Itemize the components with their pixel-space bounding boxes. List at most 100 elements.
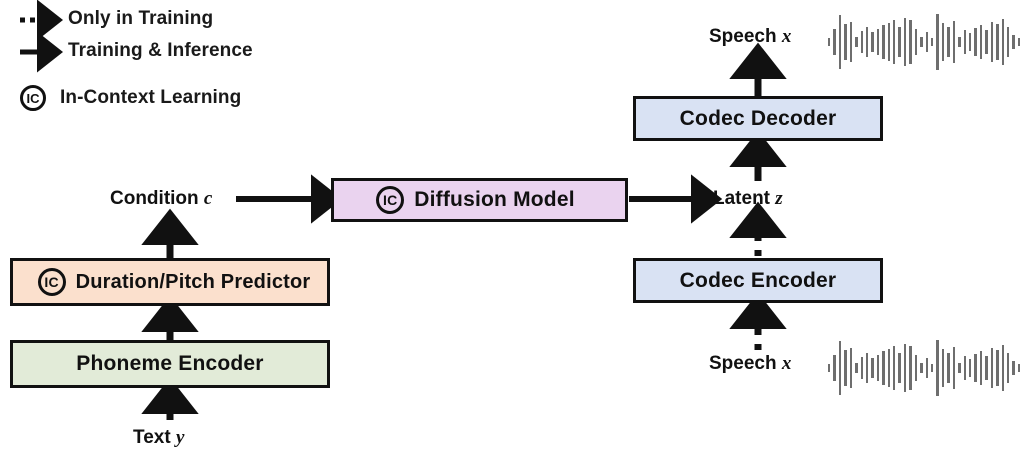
legend-label-training-and-inference: Training & Inference <box>68 40 253 61</box>
node-label-codec-decoder: Codec Decoder <box>679 106 837 130</box>
waveform-bar <box>1012 361 1015 375</box>
waveform-bar <box>1006 353 1010 383</box>
waveform-bar <box>893 20 896 64</box>
waveform-bar <box>952 347 956 389</box>
ic-badge-icon: IC <box>37 268 66 296</box>
waveform-bar <box>876 29 880 55</box>
waveform-bar <box>887 23 891 61</box>
waveform-bar <box>903 18 907 66</box>
waveform-bar <box>979 25 983 59</box>
waveform-bar <box>996 350 999 386</box>
waveform-bar <box>828 38 831 46</box>
ic-badge-icon: IC <box>20 85 46 111</box>
symbol-x: x <box>781 26 792 47</box>
waveform-bar <box>876 355 880 381</box>
waveform-bar <box>1006 27 1010 57</box>
waveform-bar <box>903 344 907 392</box>
waveform-bar <box>833 29 836 55</box>
waveform-bar <box>990 348 994 388</box>
waveform-bar <box>855 363 858 373</box>
waveform-bar <box>1001 345 1004 391</box>
waveform-bar <box>871 358 874 378</box>
symbol-z: z <box>775 188 783 209</box>
waveform-bar <box>925 32 929 52</box>
waveform-bar <box>898 353 901 383</box>
waveform-bar <box>1012 35 1015 49</box>
node-diffusion-model[interactable]: IC Diffusion Model <box>331 178 628 222</box>
waveform-bar <box>968 33 972 51</box>
waveform-bar <box>882 25 885 59</box>
ic-badge-icon: IC <box>376 186 405 214</box>
waveform-bar <box>996 24 999 60</box>
waveform-bar <box>865 353 869 383</box>
waveform-bar <box>909 346 912 390</box>
node-label-duration-pitch-predictor: Duration/Pitch Predictor <box>75 270 311 293</box>
label-text-y: Text y <box>133 427 185 448</box>
label-speech-x-top: Speech x <box>709 26 792 47</box>
waveform-bar <box>828 364 831 372</box>
waveform-bar <box>860 31 863 53</box>
waveform-bar <box>979 351 983 385</box>
waveform-bar <box>838 15 842 69</box>
waveform-bar <box>844 24 847 60</box>
node-phoneme-encoder[interactable]: Phoneme Encoder <box>10 340 330 388</box>
waveform-bar <box>963 30 966 54</box>
waveform-bar <box>941 23 945 61</box>
node-duration-pitch-predictor[interactable]: IC Duration/Pitch Predictor <box>10 258 330 306</box>
waveform-bar <box>838 341 842 395</box>
waveform-bar <box>931 364 934 372</box>
waveform-bar <box>849 22 853 62</box>
symbol-x: x <box>781 353 792 374</box>
waveform-bar <box>985 356 988 380</box>
waveform-bar <box>947 353 950 383</box>
speech-waveform-top <box>828 12 1021 72</box>
legend-item-training-and-inference: Training & Inference <box>68 40 253 62</box>
symbol-y: y <box>175 427 185 448</box>
waveform-bar <box>871 32 874 52</box>
waveform-bar <box>1017 38 1021 46</box>
label-speech-x-bottom: Speech x <box>709 353 792 374</box>
legend-label-in-context-learning: In-Context Learning <box>60 87 242 108</box>
waveform-bar <box>893 346 896 390</box>
waveform-bar <box>887 349 891 387</box>
waveform-bar <box>914 355 918 381</box>
waveform-bar <box>882 351 885 385</box>
waveform-bar <box>931 38 934 46</box>
waveform-bar <box>914 29 918 55</box>
waveform-bar <box>985 30 988 54</box>
waveform-bar <box>865 27 869 57</box>
waveform-bar <box>920 363 923 373</box>
waveform-bar <box>849 348 853 388</box>
waveform-bar <box>974 354 977 382</box>
waveform-bar <box>963 356 966 380</box>
waveform-bar <box>952 21 956 63</box>
waveform-bar <box>958 37 961 47</box>
speech-waveform-bottom <box>828 338 1021 398</box>
legend-item-in-context-learning: IC In-Context Learning <box>20 85 241 111</box>
node-label-codec-encoder: Codec Encoder <box>679 268 837 292</box>
waveform-bar <box>1017 364 1021 372</box>
waveform-bar <box>936 340 939 396</box>
label-latent-z: Latent z <box>713 188 783 209</box>
label-condition-c: Condition c <box>110 188 213 209</box>
waveform-bar <box>974 28 977 56</box>
legend-item-only-in-training: Only in Training <box>68 8 213 30</box>
waveform-bar <box>941 349 945 387</box>
node-label-diffusion-model: Diffusion Model <box>414 188 575 211</box>
waveform-bar <box>947 27 950 57</box>
waveform-bar <box>990 22 994 62</box>
waveform-bar <box>860 357 863 379</box>
waveform-bar <box>920 37 923 47</box>
node-codec-encoder[interactable]: Codec Encoder <box>633 258 883 303</box>
waveform-bar <box>909 20 912 64</box>
legend-label-only-in-training: Only in Training <box>68 8 214 29</box>
symbol-c: c <box>203 188 213 209</box>
waveform-bar <box>844 350 847 386</box>
waveform-bar <box>958 363 961 373</box>
waveform-bar <box>833 355 836 381</box>
node-codec-decoder[interactable]: Codec Decoder <box>633 96 883 141</box>
waveform-bar <box>1001 19 1004 65</box>
waveform-bar <box>925 358 929 378</box>
waveform-bar <box>855 37 858 47</box>
